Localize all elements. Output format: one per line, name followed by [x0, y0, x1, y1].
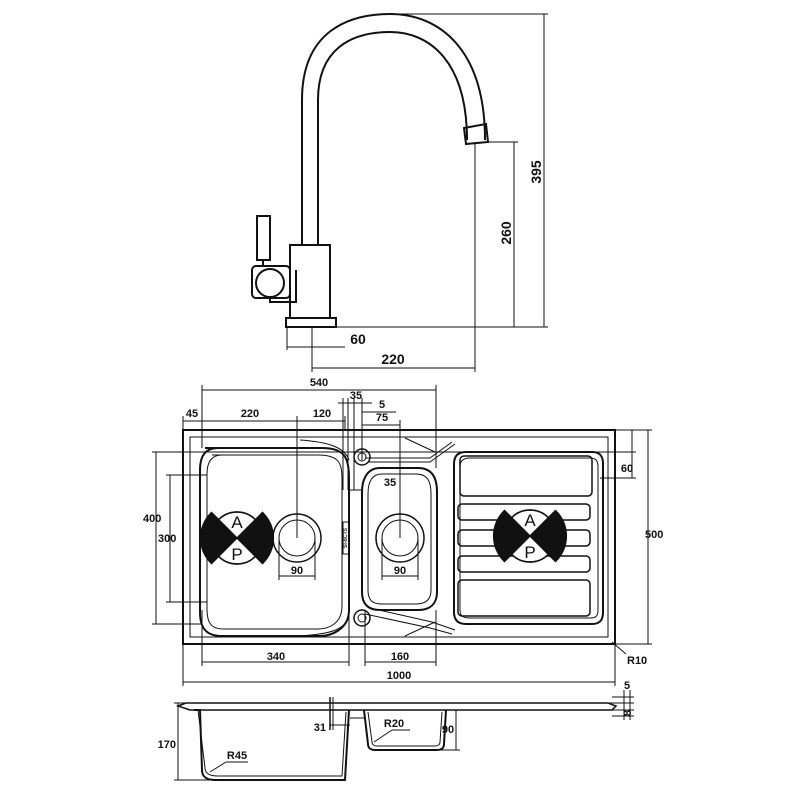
sink-section-view [175, 697, 618, 781]
dim-90-small-waste: 90 [394, 565, 406, 577]
dim-35-inner: 35 [384, 477, 396, 489]
faucet-reach-label: 220 [381, 351, 405, 367]
reversible-marker-right [492, 509, 568, 563]
faucet-height-total-label: 395 [528, 160, 544, 184]
faucet-height-spout-label: 260 [498, 221, 514, 245]
dim-r10: R10 [627, 655, 647, 667]
dim-section-31: 31 [314, 722, 326, 734]
overflow-mark: SI-BCTS [343, 527, 349, 548]
dim-section-r20: R20 [384, 718, 404, 730]
dim-220: 220 [241, 408, 259, 420]
dim-45: 45 [186, 408, 198, 420]
faucet-drawing [251, 12, 490, 328]
reversible-right-top-letter: A [524, 511, 536, 530]
sink-top-dimensions [152, 385, 652, 686]
dim-35-top: 35 [350, 390, 362, 402]
dim-400: 400 [143, 513, 161, 525]
reversible-marker-left [199, 511, 275, 565]
dim-section-r45: R45 [227, 750, 247, 762]
dim-section-170: 170 [158, 739, 176, 751]
dim-1000: 1000 [387, 670, 411, 682]
faucet-dimensions [286, 13, 548, 372]
dim-section-5: 5 [624, 680, 630, 692]
dim-160: 160 [391, 651, 409, 663]
sink-section-dimensions [174, 690, 634, 781]
dim-300: 300 [158, 533, 176, 545]
dim-75: 75 [376, 412, 388, 424]
reversible-right-bottom-letter: P [524, 543, 535, 562]
dim-90-main-waste: 90 [291, 565, 303, 577]
dim-540: 540 [310, 377, 328, 389]
dim-340: 340 [267, 651, 285, 663]
dim-5: 5 [379, 399, 385, 411]
dim-60-drainer: 60 [621, 463, 633, 475]
dim-500: 500 [645, 529, 663, 541]
reversible-left-bottom-letter: P [231, 545, 242, 564]
dim-section-8: 8 [622, 710, 634, 716]
faucet-base-width-label: 60 [350, 331, 366, 347]
reversible-left-top-letter: A [231, 513, 243, 532]
dim-section-90: 90 [442, 724, 454, 736]
dim-120: 120 [313, 408, 331, 420]
